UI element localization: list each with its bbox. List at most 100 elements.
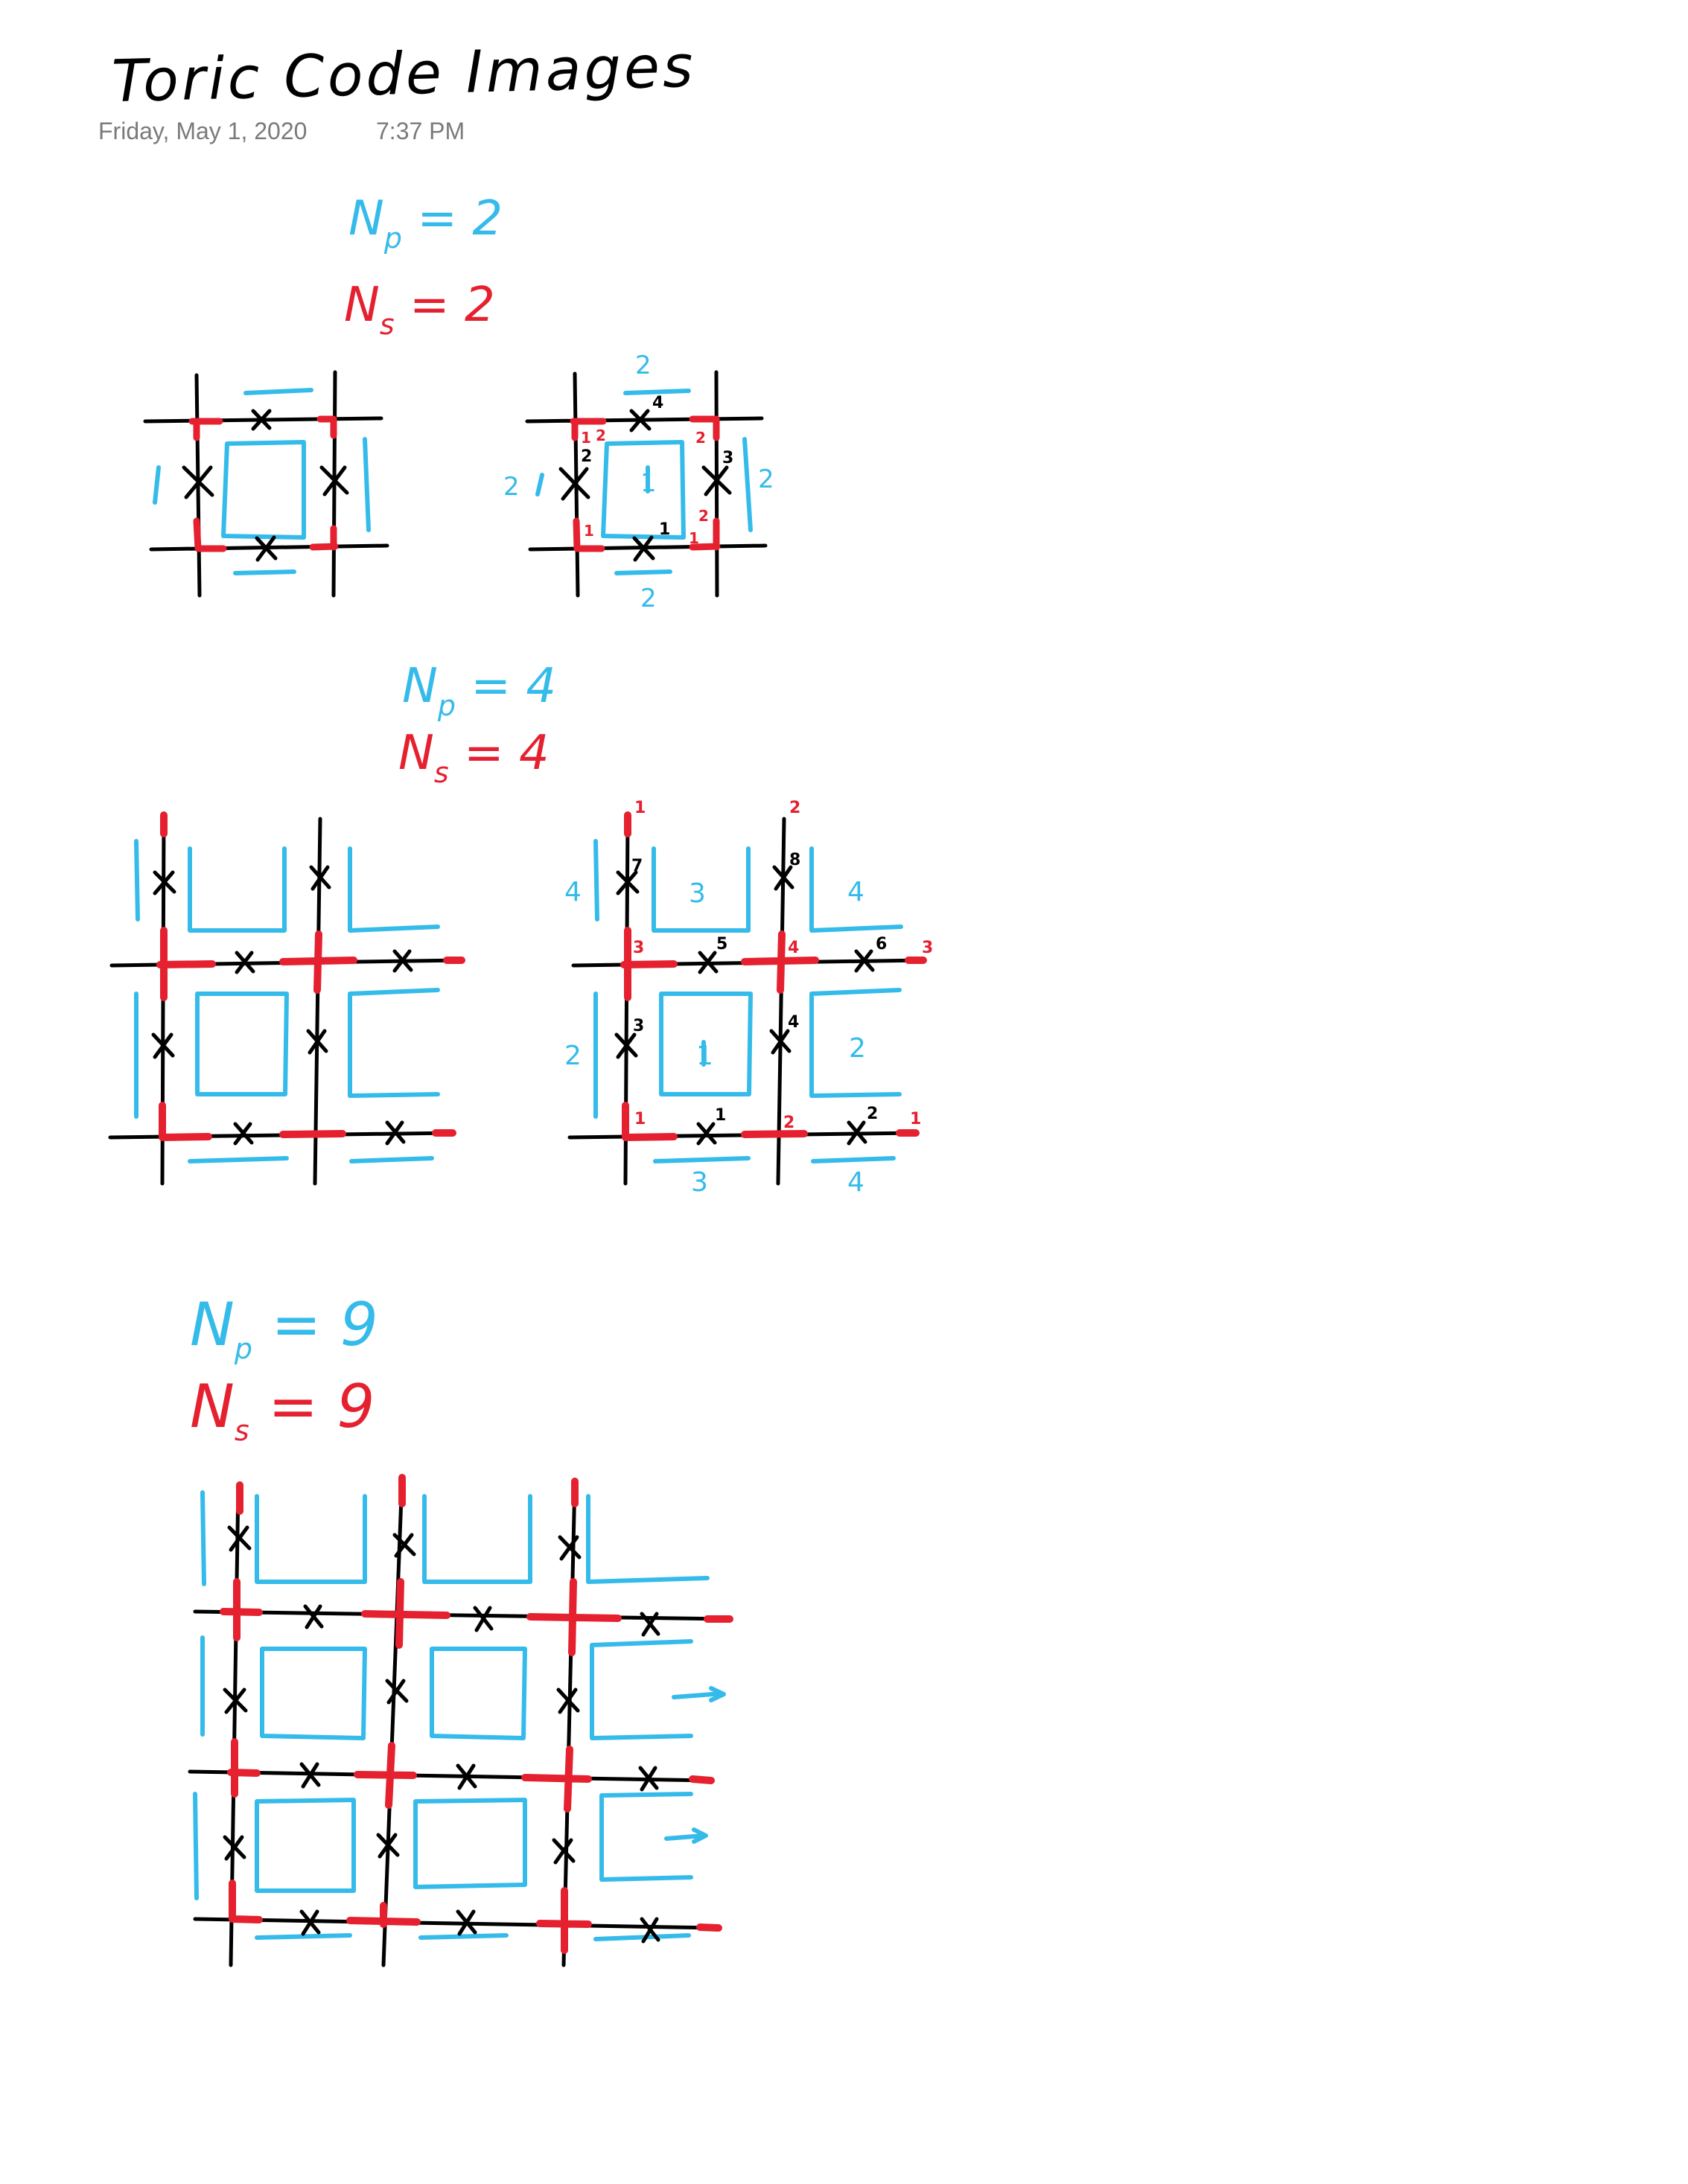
- diagram-label: 2: [789, 799, 800, 817]
- ink-stroke: [772, 865, 794, 891]
- diagram-label: 4: [847, 877, 864, 907]
- ink-stroke: [620, 927, 678, 1001]
- ink-stroke: [223, 1835, 246, 1861]
- ink-stroke: [640, 1917, 660, 1944]
- ink-stroke: [653, 1156, 751, 1163]
- blue-bar: [243, 388, 313, 395]
- red-label: 2: [698, 507, 709, 525]
- black-label: 3: [722, 449, 733, 467]
- diagram-label: 3: [691, 1167, 708, 1198]
- ink-stroke: [153, 870, 176, 895]
- red-star-edge: [689, 415, 720, 441]
- ink-stroke: [223, 1688, 248, 1714]
- blue-bar: [233, 569, 296, 575]
- lattice-edge: [188, 1769, 713, 1783]
- lattice-2x-left: [143, 370, 389, 598]
- plaquette-partial: [348, 846, 440, 933]
- plaquette-square: [221, 440, 306, 540]
- np-equation-1: Np = 2: [348, 191, 503, 255]
- lattice-edge: [193, 1609, 732, 1621]
- plaquette-partial: [188, 846, 287, 933]
- diagram-label: 7: [631, 857, 643, 875]
- ink-stroke: [220, 1578, 263, 1641]
- lattice-edge: [528, 543, 768, 552]
- red-label: 1: [581, 429, 591, 447]
- plaquette-partial: [348, 988, 440, 1098]
- ink-stroke: [614, 1032, 638, 1059]
- np-equation-3: Np = 9: [190, 1290, 378, 1365]
- diagram-label: 4: [564, 877, 582, 907]
- ink-stroke: [418, 1933, 509, 1940]
- ink-stroke: [233, 1122, 254, 1146]
- blue-bar: [742, 437, 753, 532]
- plaquette-partial: [652, 846, 751, 933]
- lattice-edge: [381, 1475, 404, 1967]
- x-mark: [319, 465, 349, 496]
- red-star-edge: [193, 517, 227, 552]
- ink-stroke: [552, 1838, 576, 1865]
- ink-stroke: [456, 1909, 477, 1936]
- ink-stroke: [255, 1933, 352, 1940]
- x-mark: [701, 465, 732, 496]
- ink-stroke: [235, 951, 255, 974]
- diagram-label: 1: [634, 1110, 646, 1128]
- lattice-4-left: [108, 811, 465, 1186]
- ink-stroke: [193, 1792, 199, 1900]
- ns-equation-1: Ns = 2: [344, 278, 495, 341]
- x-mark: [629, 409, 652, 432]
- red-label: 1: [689, 529, 699, 547]
- diagram-label: 3: [633, 1017, 644, 1035]
- ink-stroke: [260, 1647, 367, 1740]
- ink-stroke: [413, 1798, 527, 1889]
- ink-stroke: [200, 1490, 206, 1586]
- ink-stroke: [558, 1535, 582, 1561]
- diagram-label: 1: [634, 799, 646, 817]
- np-equation-2: Np = 4: [402, 659, 557, 722]
- plaquette-square: [195, 992, 289, 1096]
- lattice-2x-right-numbered: 2 2 1 2 2 4 2 3 1 1 2 2 1 2 1: [503, 351, 774, 613]
- diagram-label: 4: [847, 1167, 864, 1198]
- ink-stroke: [593, 839, 599, 922]
- lattice-edge: [714, 370, 719, 598]
- black-label: 1: [659, 520, 670, 539]
- blue-bar: [614, 569, 672, 575]
- ink-stroke: [159, 1102, 212, 1141]
- x-mark: [255, 535, 278, 562]
- ink-stroke: [392, 949, 413, 973]
- ink-stroke: [361, 1578, 450, 1649]
- black-label: 4: [652, 394, 663, 412]
- ink-stroke: [303, 1604, 324, 1629]
- ink-stroke: [227, 1525, 252, 1552]
- blue-label: 2: [758, 464, 774, 494]
- ink-stroke: [392, 1533, 416, 1558]
- lattice-edge: [525, 416, 764, 424]
- ink-stroke: [672, 1686, 726, 1702]
- diagram-label: 2: [849, 1033, 866, 1064]
- ink-stroke: [854, 949, 875, 973]
- plaquette-square: [659, 992, 753, 1096]
- lattice-4-right-numbered: 4 3 4 2 1 2 3 4 7 8 5 6 3 4 1 2 1 2: [564, 799, 933, 1198]
- diagram-label: 1: [696, 1041, 713, 1071]
- ink-stroke: [279, 930, 357, 994]
- ink-stroke: [689, 1775, 715, 1784]
- ink-stroke: [741, 930, 819, 994]
- ink-stroke: [354, 1742, 417, 1809]
- ink-stroke: [349, 1156, 434, 1163]
- blue-label: 2: [503, 472, 520, 502]
- ink-stroke: [811, 1156, 896, 1163]
- red-star-edge: [188, 418, 223, 441]
- x-mark: [182, 465, 214, 499]
- red-star-edge: [309, 525, 339, 551]
- lattice-edge: [193, 1917, 721, 1930]
- blue-label: 2: [635, 351, 652, 380]
- red-star-edge: [570, 418, 607, 441]
- blue-label: 2: [640, 584, 657, 613]
- diagram-label: 2: [867, 1105, 878, 1123]
- ink-stroke: [299, 1909, 321, 1936]
- red-star-edge: [316, 415, 337, 439]
- ink-stroke: [599, 1792, 693, 1882]
- plaquette-partial: [809, 846, 903, 933]
- ink-stroke: [385, 1679, 409, 1705]
- red-label: 1: [584, 522, 594, 540]
